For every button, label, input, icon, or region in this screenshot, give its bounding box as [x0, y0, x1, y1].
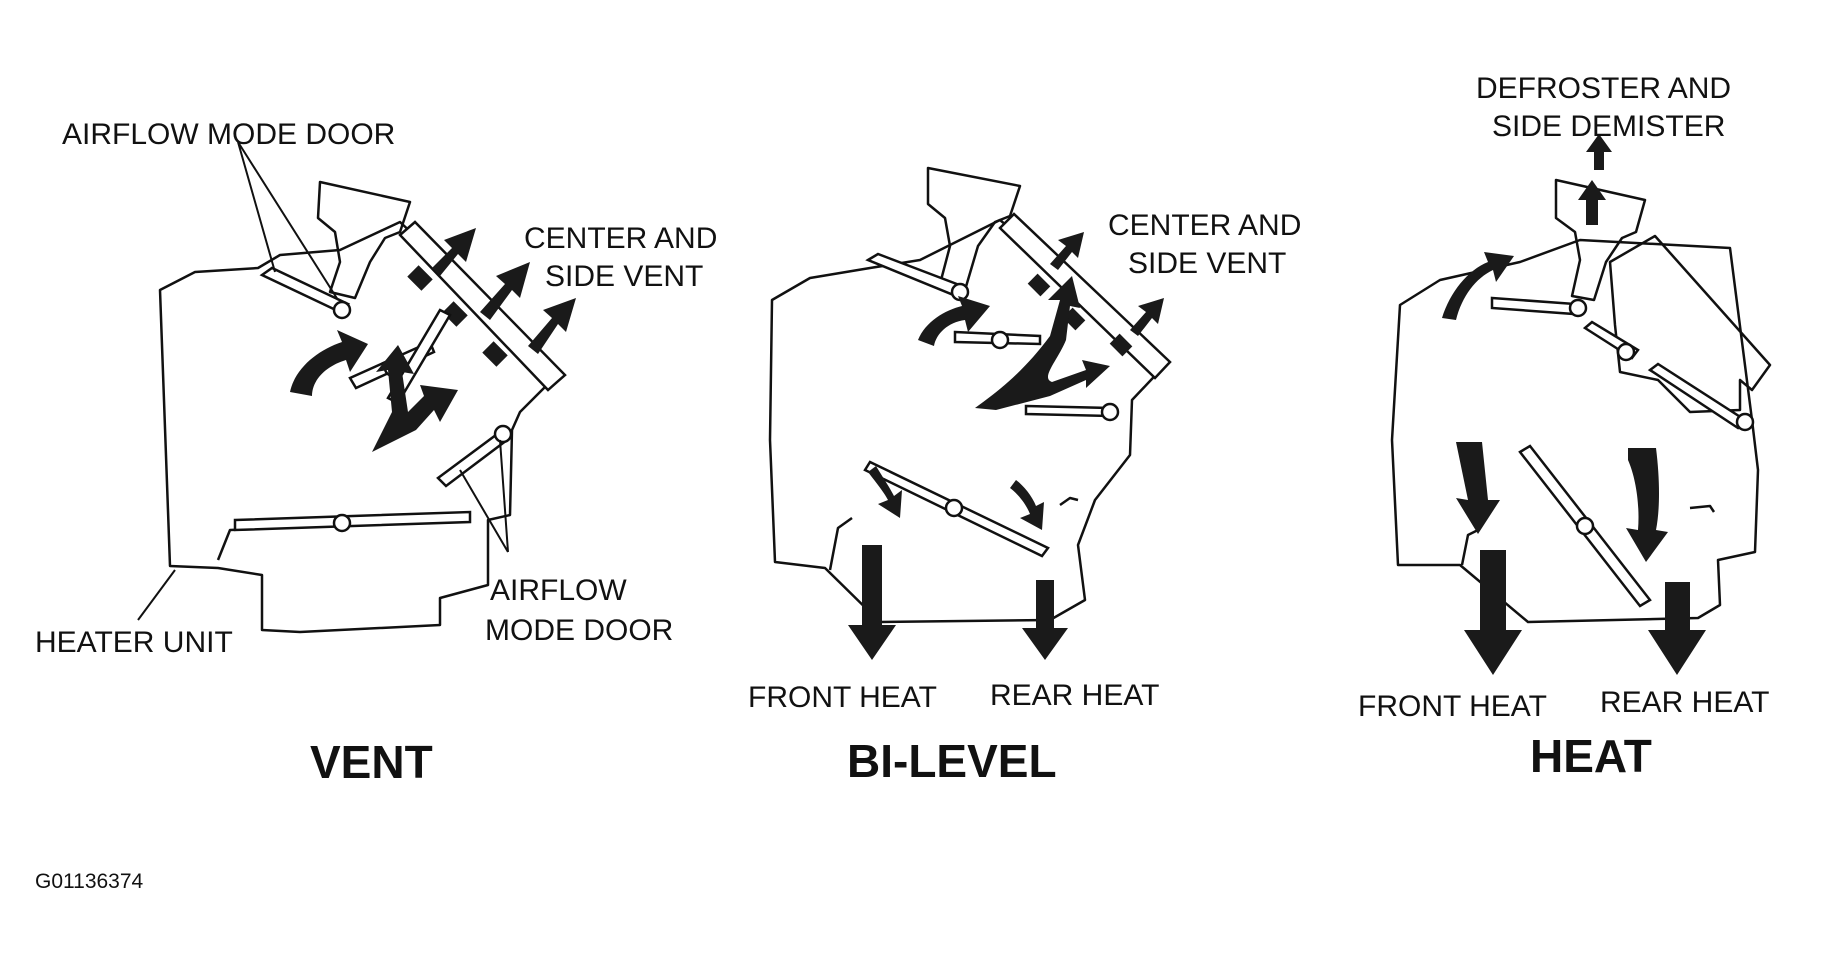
vent-label-airflow-mode-door-bottom-line1: AIRFLOW	[490, 574, 627, 607]
vent-outlet-arrow	[528, 298, 576, 354]
heat-door-pivot	[1568, 298, 1588, 318]
bilevel-label-center-side-vent-line2: SIDE VENT	[1128, 247, 1286, 280]
vent-leader-unit	[137, 569, 176, 621]
bilevel-outlet-block	[1027, 273, 1051, 297]
heat-top-duct	[1554, 178, 1647, 302]
heat-defroster-arrow	[1586, 134, 1612, 170]
heat-door-pivot	[1735, 412, 1755, 432]
bilevel-airflow-arrow	[868, 466, 902, 518]
vent-outlet-arrow	[480, 262, 530, 320]
vent-outlet-block	[482, 341, 508, 367]
vent-leader-door-bottom	[459, 439, 509, 553]
heat-airflow-arrow	[1626, 448, 1668, 562]
heat-label-rear-heat: REAR HEAT	[1600, 686, 1769, 719]
heat-rear-heat-arrow	[1648, 582, 1706, 675]
heat-door-pivot	[1575, 516, 1595, 536]
heat-label-front-heat: FRONT HEAT	[1358, 690, 1547, 723]
vent-door-pivot	[332, 513, 352, 533]
bilevel-door-pivot	[990, 330, 1010, 350]
bilevel-label-rear-heat: REAR HEAT	[990, 679, 1159, 712]
heat-mode-door-top	[1490, 296, 1577, 316]
vent-label-center-side-vent-line1: CENTER AND	[524, 222, 717, 255]
vent-title: VENT	[310, 736, 433, 788]
heat-airflow-arrow	[1442, 252, 1514, 320]
bilevel-label-front-heat: FRONT HEAT	[748, 681, 937, 714]
bilevel-bottom-stub	[1059, 496, 1079, 507]
heat-defroster-arrow	[1578, 180, 1606, 225]
vent-panel: AIRFLOW MODE DOOR CENTER AND SIDE VENT A…	[35, 118, 717, 788]
bilevel-airflow-arrow	[1010, 480, 1044, 530]
figure-code: G01136374	[35, 870, 144, 893]
vent-door-pivot	[332, 300, 352, 320]
bilevel-door-pivot	[944, 498, 964, 518]
heat-bottom-stub	[1689, 504, 1716, 513]
vent-door-pivot	[493, 424, 513, 444]
bilevel-outlet-plate	[998, 212, 1172, 380]
bilevel-panel: CENTER AND SIDE VENT FRONT HEAT REAR HEA…	[748, 166, 1301, 787]
heat-mode-door-lower	[1647, 362, 1747, 430]
vent-label-airflow-mode-door-top: AIRFLOW MODE DOOR	[62, 118, 395, 151]
bilevel-mode-door-lower	[1024, 404, 1112, 418]
bilevel-rear-heat-arrow	[1022, 580, 1068, 660]
vent-outlet-block	[442, 301, 468, 327]
heat-door-pivot	[1616, 342, 1636, 362]
bilevel-outlet-block	[1109, 333, 1133, 357]
bilevel-outlet-arrow	[1050, 232, 1084, 270]
heat-heater-unit-outline	[1390, 238, 1760, 624]
vent-label-airflow-mode-door-bottom-line2: MODE DOOR	[485, 614, 673, 647]
bilevel-bottom-stub	[828, 516, 853, 571]
vent-airflow-arrow	[290, 330, 368, 396]
vent-leader-door-top	[237, 141, 339, 301]
vent-label-heater-unit: HEATER UNIT	[35, 626, 233, 659]
bilevel-label-center-side-vent-line1: CENTER AND	[1108, 209, 1301, 242]
heat-title: HEAT	[1530, 730, 1652, 782]
vent-heater-unit-outline	[158, 220, 562, 634]
bilevel-airflow-arrow	[975, 276, 1110, 410]
vent-label-center-side-vent-line2: SIDE VENT	[545, 260, 703, 293]
heat-airflow-arrow	[1456, 442, 1500, 534]
vent-outlet-block	[407, 265, 433, 291]
heat-bottom-stub	[1460, 528, 1479, 566]
bilevel-title: BI-LEVEL	[847, 735, 1057, 787]
vent-outlet-arrow	[432, 228, 476, 276]
bilevel-outlet-arrow	[1130, 298, 1164, 336]
bilevel-airflow-arrow	[918, 296, 990, 346]
heat-label-defroster-line1: DEFROSTER AND	[1476, 72, 1731, 105]
vent-airflow-arrow	[372, 345, 458, 452]
vent-top-duct	[316, 180, 412, 300]
heat-label-defroster-line2: SIDE DEMISTER	[1492, 110, 1725, 143]
heat-front-heat-arrow	[1464, 550, 1522, 675]
heat-panel: DEFROSTER AND SIDE DEMISTER FRONT HEAT R…	[1358, 72, 1772, 782]
bilevel-front-heat-arrow	[848, 545, 896, 660]
vent-bottom-door	[233, 510, 472, 532]
bilevel-door-pivot	[1100, 402, 1120, 422]
